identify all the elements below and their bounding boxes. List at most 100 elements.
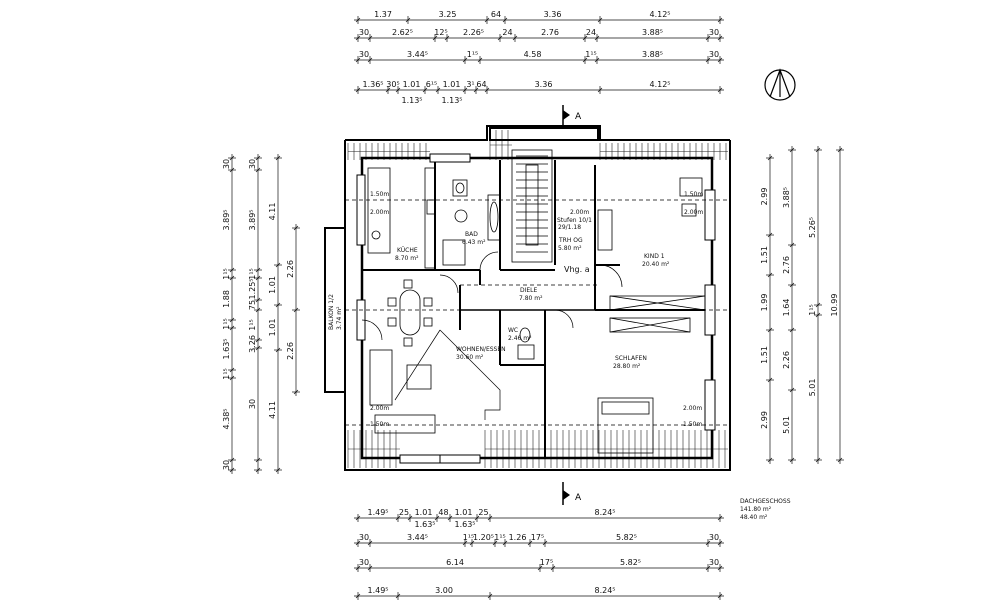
- inner-walls: [362, 158, 712, 458]
- room-wohnen-area: 30.60 m²: [456, 354, 484, 361]
- dim-left-1-tick-slash: [229, 275, 235, 281]
- dim-right-1-tick-slash: [767, 155, 773, 161]
- dim-left-4-label: 2.26: [286, 342, 295, 360]
- dim-right-2-tick-slash: [789, 387, 795, 393]
- dim-right-2-label: 5.01: [782, 416, 791, 434]
- dim-bot-3-tick-slash: [705, 565, 711, 571]
- dim-left-1-label: 1¹⁵: [222, 368, 231, 380]
- room-schlafen-area: 28.80 m²: [613, 363, 641, 370]
- room-schlafen-name: SCHLAFEN: [615, 355, 647, 362]
- dim-top-2-tick-slash: [444, 35, 450, 41]
- dim-right-1-tick-slash: [767, 457, 773, 463]
- dim-top-2-label: 30: [359, 28, 369, 37]
- dim-bot-4-tick-slash: [717, 593, 723, 599]
- height-7: 2.00m: [370, 405, 389, 412]
- dim-left-2-label: 1¹⁵: [248, 268, 257, 280]
- dim-top-4-label: 4.12⁵: [649, 80, 670, 89]
- dim-bot-1-label: 1.01: [415, 508, 433, 517]
- stair-label-2: 29/1.18: [558, 224, 581, 231]
- summary-line1: 141.80 m²: [740, 506, 772, 513]
- dim-bot-2-label: 1.26: [509, 533, 527, 542]
- dim-left-4-label: 2.26: [286, 260, 295, 278]
- room-labels: KÜCHE 8.70 m² BAD 6.43 m² TRH OG 5.80 m²…: [328, 191, 703, 428]
- dim-right-1-label: 2.99: [760, 188, 769, 206]
- dim-bot-4-tick-slash: [487, 593, 493, 599]
- dim-right-2-tick-slash: [789, 457, 795, 463]
- dim-top-4-label: 3¹: [466, 80, 474, 89]
- dim-right-3-label: 5.26⁵: [808, 217, 817, 238]
- dim-bot-2-label: 3.44⁵: [407, 533, 428, 542]
- dim-bot-1-tick-slash: [395, 515, 401, 521]
- dim-left-1-label: 4.38⁵: [222, 408, 231, 429]
- outer-walls: [344, 125, 731, 471]
- room-balkon-name: BALKON 1/2: [328, 294, 335, 330]
- dim-right-3-tick-slash: [815, 147, 821, 153]
- dim-right-4-tick-slash: [837, 147, 843, 153]
- dim-top-2-label: 2.62⁵: [392, 28, 413, 37]
- dim-right-2-label: 2.26: [782, 351, 791, 369]
- dim-right-1-tick-slash: [767, 272, 773, 278]
- dim-bot-3-label: 5.82⁵: [620, 558, 641, 567]
- dim-top-4-tick-slash: [385, 87, 391, 93]
- dim-bot-1-label: 1.01: [455, 508, 473, 517]
- dim-top-1-label: 1.37: [374, 10, 392, 19]
- dim-left-3-tick-slash: [275, 262, 281, 268]
- dim-left-4-tick-slash: [293, 307, 299, 313]
- dim-bot-1-tick-slash: [355, 515, 361, 521]
- dim-right-3-label: 1¹⁵: [808, 304, 817, 316]
- room-kind-area: 20.40 m²: [642, 261, 670, 268]
- dim-bot-1-label: 8.24⁵: [594, 508, 615, 517]
- room-trh-name: TRH OG: [558, 237, 583, 244]
- dim-top-2-label: 12⁵: [434, 28, 447, 37]
- dim-top-3-tick-slash: [594, 57, 600, 63]
- dim-bot-1-label: 25: [399, 508, 409, 517]
- dim-left-2-tick-slash: [255, 267, 261, 273]
- wardrobes: [597, 177, 706, 333]
- summary-title: DACHGESCHOSS: [740, 498, 791, 505]
- dim-bot-3-label: 30: [359, 558, 369, 567]
- vhg-label: Vhg. a: [564, 265, 590, 274]
- dim-bot-2-tick-slash: [527, 540, 533, 546]
- dim-top-3-label: 3.88⁵: [642, 50, 663, 59]
- dim-top-3-label: 30: [359, 50, 369, 59]
- section-line-bottom: A: [562, 482, 582, 505]
- dim-right-4-label: 10.99: [830, 294, 839, 317]
- dim-top-3-tick-slash: [462, 57, 468, 63]
- dim-bot-2-label: 30: [359, 533, 369, 542]
- dim-right-3-label: 5.01: [808, 379, 817, 397]
- dim-bot-3-tick-slash: [717, 565, 723, 571]
- dim-left-2-tick-slash: [255, 337, 261, 343]
- dim-bot-1-tick-slash: [487, 515, 493, 521]
- dim-right-4-tick-slash: [837, 457, 843, 463]
- dim-top-3-tick-slash: [355, 57, 361, 63]
- dim-left-2-tick-slash: [255, 307, 261, 313]
- dim-left-1-tick-slash: [229, 325, 235, 331]
- dim-top-1-label: 64: [491, 10, 501, 19]
- dim-top-2-tick-slash: [594, 35, 600, 41]
- dim-bot-3-tick-slash: [355, 565, 361, 571]
- north-arrow-icon: [764, 68, 796, 101]
- dim-top-1-tick-slash: [405, 17, 411, 23]
- dim-top-2-label: 30: [709, 28, 719, 37]
- dim-top-3-tick-slash: [367, 57, 373, 63]
- dim-left-1-tick-slash: [229, 457, 235, 463]
- dim-bot-1-tick-slash: [717, 515, 723, 521]
- staircase: [511, 149, 553, 263]
- dim-top-1-tick-slash: [484, 17, 490, 23]
- dim-top-2-tick-slash: [512, 35, 518, 41]
- dim-bot-2-label: 1.20⁵: [473, 533, 494, 542]
- dim-top-4-tick-slash: [717, 87, 723, 93]
- dim-top-3-label: 3.44⁵: [407, 50, 428, 59]
- dim-left-3-tick-slash: [275, 347, 281, 353]
- room-bad-area: 6.43 m²: [462, 239, 486, 246]
- dim-left-2-label: 30: [248, 159, 257, 169]
- door-swings: [361, 251, 623, 420]
- dim-right-3-tick-slash: [815, 302, 821, 308]
- dim-bot-2-tick-slash: [469, 540, 475, 546]
- dim-bot-1-label: 1.49⁵: [367, 508, 388, 517]
- dim-top-1-tick-slash: [355, 17, 361, 23]
- wc-fixtures: [517, 327, 535, 360]
- section-line-top: A: [562, 105, 582, 128]
- room-balkon-area: 3.74 m²: [336, 306, 343, 330]
- dim-right-1-tick-slash: [767, 232, 773, 238]
